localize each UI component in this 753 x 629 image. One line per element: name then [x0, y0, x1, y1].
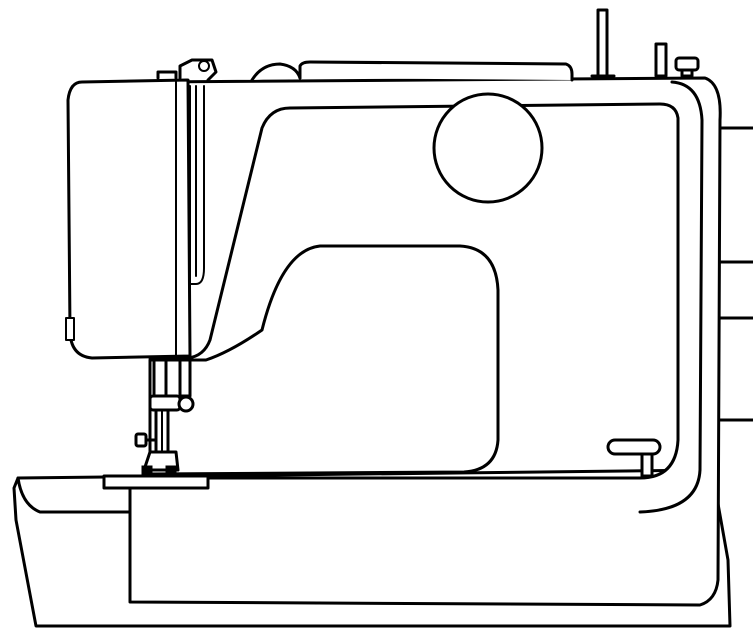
- spool-pin-tall: [590, 8, 616, 78]
- bobbin-winder-knob: [674, 56, 700, 78]
- thread-guide-slot: [175, 79, 205, 357]
- reverse-lever: [606, 438, 662, 478]
- thread-tension-top: [156, 58, 218, 82]
- needle-plate: [102, 474, 210, 490]
- top-cover: [250, 60, 574, 82]
- spool-pin-short: [654, 42, 668, 78]
- needle-assembly: [148, 358, 195, 454]
- pattern-dial: [432, 92, 544, 204]
- machine-body: [128, 76, 722, 607]
- machine-head: [65, 78, 192, 360]
